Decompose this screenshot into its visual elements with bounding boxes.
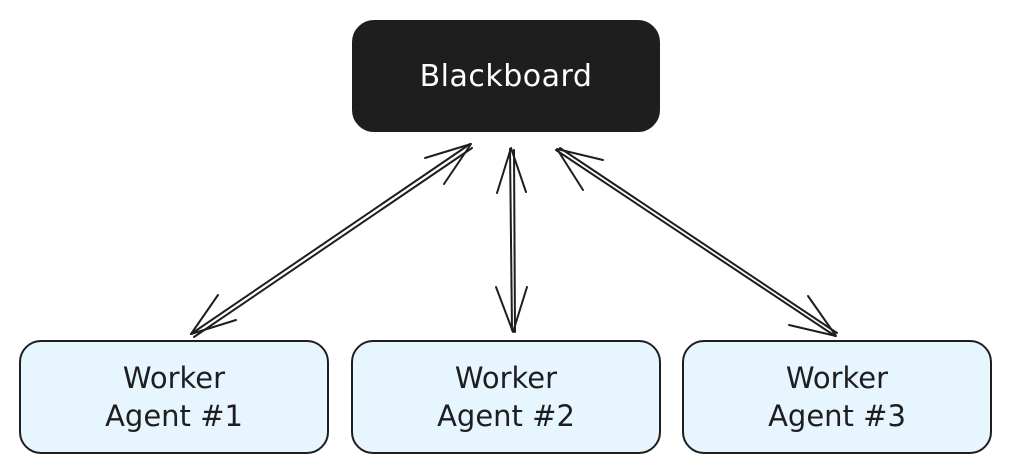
connector-blackboard-worker-3	[555, 147, 838, 337]
arrowhead-top	[496, 147, 527, 194]
blackboard-node: Blackboard	[352, 20, 660, 132]
worker-agent-2-node: Worker Agent #2	[351, 340, 661, 454]
worker-agent-1-label: Worker Agent #1	[105, 361, 243, 433]
worker-agent-3-label: Worker Agent #3	[768, 361, 906, 433]
worker-agent-1-node: Worker Agent #1	[19, 340, 329, 454]
arrowhead-bottom	[495, 286, 528, 333]
arrowhead-top	[556, 148, 604, 191]
connector-line-sketch	[513, 149, 516, 333]
connector-line	[555, 149, 836, 337]
arrowhead-bottom	[190, 294, 237, 335]
connector-line	[190, 143, 471, 335]
connector-blackboard-worker-1	[190, 143, 473, 338]
connector-blackboard-worker-2	[495, 147, 528, 333]
connector-line-sketch	[559, 147, 838, 334]
worker-agent-2-label: Worker Agent #2	[437, 361, 575, 433]
worker-agent-3-node: Worker Agent #3	[682, 340, 992, 454]
arrowhead-top	[424, 143, 472, 185]
blackboard-label: Blackboard	[419, 58, 593, 94]
connector-line-sketch	[193, 147, 473, 338]
connector-line	[509, 148, 513, 331]
arrowhead-bottom	[788, 295, 837, 337]
